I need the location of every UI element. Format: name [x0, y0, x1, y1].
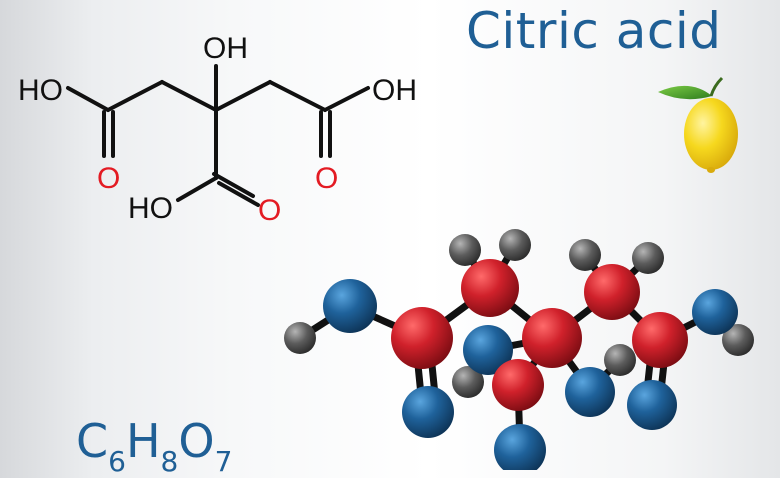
bond — [66, 86, 110, 112]
formula-oxygen: O — [178, 414, 215, 468]
oxygen-atom — [565, 367, 615, 417]
hydrogen-atom — [604, 344, 636, 376]
molecular-formula: C6H8O7 — [76, 414, 232, 478]
hydrogen-atom — [722, 324, 754, 356]
oxygen-atom — [402, 386, 454, 438]
bond — [176, 176, 218, 202]
oxygen-atom — [463, 325, 513, 375]
bond — [214, 80, 272, 112]
hydrogen-atom — [449, 234, 481, 266]
bond — [160, 80, 218, 112]
bond — [217, 181, 260, 207]
bond — [106, 80, 164, 112]
hydrogen-atom — [569, 239, 601, 271]
bond — [212, 172, 255, 198]
carbon-atom — [522, 308, 582, 368]
carbon-atom — [461, 259, 519, 317]
carbon-atom — [492, 359, 544, 411]
carbon-atom — [584, 264, 640, 320]
oxygen-atom — [323, 279, 377, 333]
lemon-fruit — [684, 98, 738, 170]
oxygen-atom — [627, 380, 677, 430]
atom-label: O — [315, 162, 338, 195]
carbon-atom — [632, 312, 688, 368]
atom-label: HO — [18, 74, 63, 107]
formula-carbon: C — [76, 414, 109, 468]
page-title: Citric acid — [466, 2, 722, 60]
atom-label: OH — [203, 32, 248, 65]
oxygen-atom — [692, 289, 738, 335]
hydrogen-atom — [284, 322, 316, 354]
hydrogen-atom — [499, 229, 531, 261]
carbon-atom — [391, 307, 453, 369]
formula-hydrogen-count: 8 — [160, 445, 179, 478]
bond — [268, 80, 327, 112]
atom-label: O — [258, 194, 281, 227]
formula-carbon-count: 6 — [108, 445, 126, 478]
hydrogen-atom — [632, 242, 664, 274]
atom-label: OH — [372, 74, 417, 107]
oxygen-atom — [494, 424, 546, 470]
hydrogen-atom — [452, 366, 484, 398]
formula-oxygen-count: 7 — [214, 445, 233, 478]
atom-label: HO — [128, 192, 173, 225]
atom-label: O — [97, 162, 120, 195]
bond — [323, 86, 370, 112]
leaf-icon — [658, 85, 712, 100]
formula-hydrogen: H — [125, 414, 161, 468]
